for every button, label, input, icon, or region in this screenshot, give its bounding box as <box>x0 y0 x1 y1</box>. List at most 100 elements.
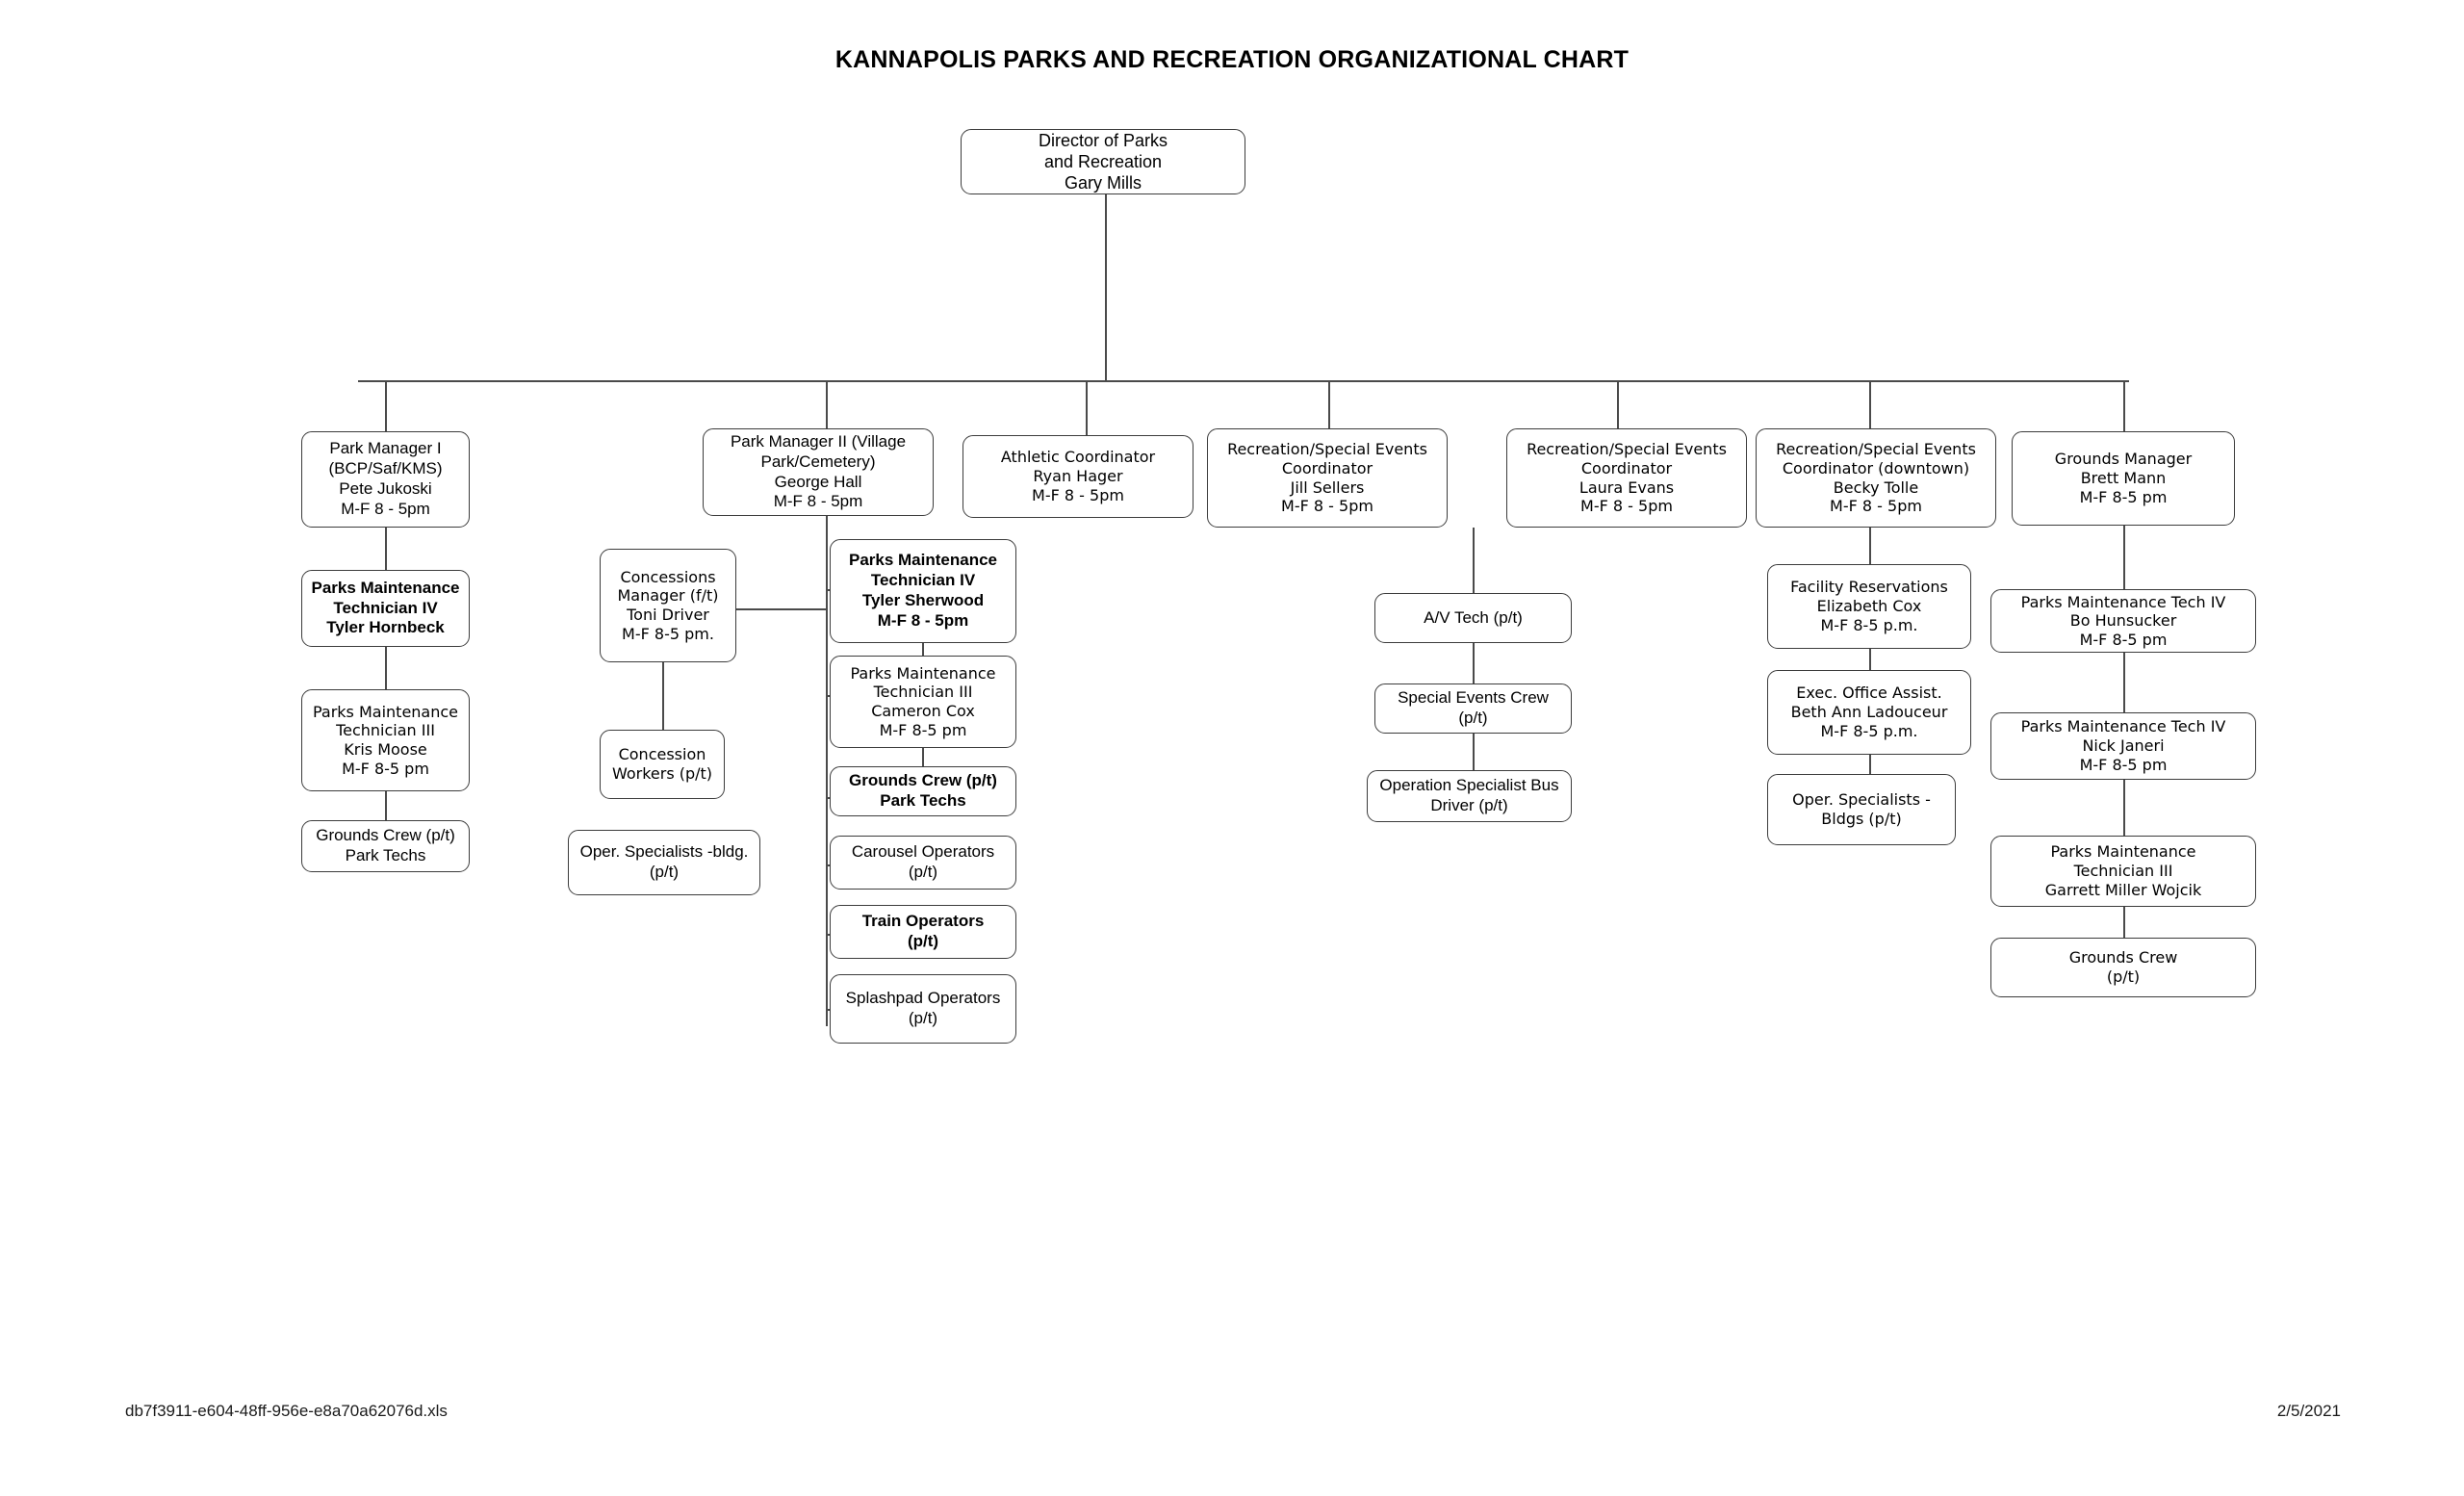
node-splashpad-operators[interactable]: Splashpad Operators (p/t) <box>830 974 1016 1044</box>
node-oper-specialists-bldgs-line1: Oper. Specialists - <box>1792 790 1931 810</box>
connector-wojcik-to-grounds-crew <box>2123 907 2125 938</box>
node-concessions-manager-line1: Concessions <box>620 567 716 586</box>
connector-exec-assist-to-oper-spec <box>1869 755 1871 774</box>
node-rec-coord-tolle[interactable]: Recreation/Special Events Coordinator (d… <box>1756 428 1996 528</box>
node-special-events-crew-line1: Special Events Crew <box>1398 688 1549 708</box>
node-facility-reservations-line1: Facility Reservations <box>1790 578 1948 597</box>
node-pm2-tech4-line2: Technician IV <box>870 571 976 590</box>
connector-evans-to-av-tech <box>1473 528 1475 593</box>
node-pm1-tech4-line2: Technician IV <box>333 598 438 617</box>
node-gm-tech3-wojcik-line3: Garrett Miller Wojcik <box>2044 880 2202 899</box>
node-av-tech[interactable]: A/V Tech (p/t) <box>1374 593 1572 643</box>
node-grounds-manager-line3: M-F 8-5 pm <box>2079 487 2168 506</box>
node-pm1-grounds-crew-line2: Park Techs <box>345 846 426 864</box>
node-carousel-operators[interactable]: Carousel Operators (p/t) <box>830 836 1016 890</box>
node-rec-coord-evans[interactable]: Recreation/Special Events Coordinator La… <box>1506 428 1747 528</box>
node-athletic-coordinator-line2: Ryan Hager <box>1033 467 1123 486</box>
node-gm-grounds-crew-line1: Grounds Crew <box>2068 948 2178 967</box>
connector-pm2-tech3-to-grounds <box>922 748 924 766</box>
page-title: KANNAPOLIS PARKS AND RECREATION ORGANIZA… <box>834 46 1630 73</box>
node-director-line1: Director of Parks <box>1038 130 1168 150</box>
node-oper-specialists-bldgs-line2: Bldgs (p/t) <box>1821 810 1902 828</box>
node-exec-office-assist[interactable]: Exec. Office Assist. Beth Ann Ladouceur … <box>1767 670 1971 755</box>
node-athletic-coordinator-line3: M-F 8 - 5pm <box>1032 485 1124 504</box>
connector-gm-to-hunsucker <box>2123 526 2125 589</box>
node-park-manager-2-line1: Park Manager II (Village <box>730 431 907 451</box>
node-concessions-manager-line3: Toni Driver <box>627 606 709 624</box>
node-grounds-manager[interactable]: Grounds Manager Brett Mann M-F 8-5 pm <box>2012 431 2235 526</box>
node-concession-workers[interactable]: Concession Workers (p/t) <box>600 730 725 799</box>
node-pm2-tech4[interactable]: Parks Maintenance Technician IV Tyler Sh… <box>830 539 1016 643</box>
node-oper-specialists-bldg-line2: (p/t) <box>649 863 680 881</box>
connector-main-bus <box>358 380 2129 382</box>
node-pm1-tech4-line3: Tyler Hornbeck <box>326 618 445 637</box>
connector-pm1-to-tech4 <box>385 528 387 570</box>
node-gm-tech4-janeri-line1: Parks Maintenance Tech IV <box>2020 717 2226 736</box>
connector-concessions-to-workers <box>662 662 664 730</box>
node-pm2-tech4-line3: Tyler Sherwood <box>861 591 985 609</box>
connector-facility-to-exec-assist <box>1869 649 1871 670</box>
node-rec-coord-evans-line4: M-F 8 - 5pm <box>1580 497 1673 516</box>
node-oper-specialists-bldg[interactable]: Oper. Specialists -bldg. (p/t) <box>568 830 760 895</box>
node-pm1-tech3-line2: Technician III <box>336 721 435 740</box>
node-pm1-tech4[interactable]: Parks Maintenance Technician IV Tyler Ho… <box>301 570 470 647</box>
node-park-manager-2[interactable]: Park Manager II (Village Park/Cemetery) … <box>703 428 934 516</box>
node-pm2-tech3-line1: Parks Maintenance <box>850 663 996 683</box>
node-concessions-manager[interactable]: Concessions Manager (f/t) Toni Driver M-… <box>600 549 736 662</box>
node-facility-reservations[interactable]: Facility Reservations Elizabeth Cox M-F … <box>1767 564 1971 649</box>
connector-janeri-to-wojcik <box>2123 780 2125 836</box>
node-pm2-tech3-line3: Cameron Cox <box>871 702 975 720</box>
node-pm1-grounds-crew[interactable]: Grounds Crew (p/t) Park Techs <box>301 820 470 872</box>
node-rec-coord-sellers[interactable]: Recreation/Special Events Coordinator Ji… <box>1207 428 1448 528</box>
node-operation-specialist-bus-driver[interactable]: Operation Specialist Bus Driver (p/t) <box>1367 770 1572 822</box>
node-director[interactable]: Director of Parks and Recreation Gary Mi… <box>961 129 1245 194</box>
node-special-events-crew[interactable]: Special Events Crew (p/t) <box>1374 684 1572 734</box>
node-gm-grounds-crew[interactable]: Grounds Crew (p/t) <box>1990 938 2256 997</box>
node-gm-tech3-wojcik[interactable]: Parks Maintenance Technician III Garrett… <box>1990 836 2256 907</box>
node-athletic-coordinator[interactable]: Athletic Coordinator Ryan Hager M-F 8 - … <box>962 435 1194 518</box>
node-gm-tech4-hunsucker-line1: Parks Maintenance Tech IV <box>2020 592 2226 611</box>
node-train-operators-line2: (p/t) <box>907 932 939 950</box>
node-gm-tech4-hunsucker-line3: M-F 8-5 pm <box>2079 630 2168 649</box>
node-park-manager-1-line2: (BCP/Saf/KMS) <box>328 459 443 478</box>
node-rec-coord-tolle-line2: Coordinator (downtown) <box>1782 458 1970 477</box>
node-park-manager-2-line4: M-F 8 - 5pm <box>773 492 863 511</box>
node-splashpad-operators-line2: (p/t) <box>908 1009 938 1027</box>
connector-pm2-trunk <box>826 516 828 1026</box>
node-exec-office-assist-line2: Beth Ann Ladouceur <box>1790 703 1948 722</box>
node-gm-tech4-hunsucker[interactable]: Parks Maintenance Tech IV Bo Hunsucker M… <box>1990 589 2256 653</box>
node-splashpad-operators-line1: Splashpad Operators <box>845 989 1001 1008</box>
connector-drop-park-manager-2 <box>826 380 828 428</box>
connector-pm1-tech3-to-grounds <box>385 791 387 820</box>
node-gm-tech4-janeri[interactable]: Parks Maintenance Tech IV Nick Janeri M-… <box>1990 712 2256 780</box>
footer-date: 2/5/2021 <box>2276 1402 2341 1420</box>
node-director-line2: and Recreation <box>1043 151 1163 171</box>
connector-drop-park-manager-1 <box>385 380 387 431</box>
node-train-operators[interactable]: Train Operators (p/t) <box>830 905 1016 959</box>
node-operation-specialist-bus-driver-line1: Operation Specialist Bus <box>1379 776 1559 795</box>
node-gm-tech4-hunsucker-line2: Bo Hunsucker <box>2069 611 2177 631</box>
node-pm1-tech3[interactable]: Parks Maintenance Technician III Kris Mo… <box>301 689 470 791</box>
node-pm2-tech4-line1: Parks Maintenance <box>848 551 997 570</box>
node-park-manager-1[interactable]: Park Manager I (BCP/Saf/KMS) Pete Jukosk… <box>301 431 470 528</box>
node-rec-coord-sellers-line4: M-F 8 - 5pm <box>1281 497 1373 516</box>
connector-drop-grounds-manager <box>2123 380 2125 431</box>
node-facility-reservations-line3: M-F 8-5 p.m. <box>1820 615 1918 634</box>
connector-director-down <box>1105 193 1107 381</box>
node-park-manager-1-line3: Pete Jukoski <box>339 479 432 498</box>
node-park-manager-2-line3: George Hall <box>774 472 862 491</box>
node-pm1-tech3-line4: M-F 8-5 pm <box>342 759 429 778</box>
node-gm-tech3-wojcik-line2: Technician III <box>2073 862 2173 881</box>
node-pm2-tech3[interactable]: Parks Maintenance Technician III Cameron… <box>830 656 1016 748</box>
node-rec-coord-sellers-line3: Jill Sellers <box>1290 477 1365 497</box>
node-gm-grounds-crew-line2: (p/t) <box>2106 967 2141 986</box>
node-pm2-grounds-crew[interactable]: Grounds Crew (p/t) Park Techs <box>830 766 1016 816</box>
connector-pm2-to-concessions <box>736 608 827 610</box>
node-pm1-grounds-crew-line1: Grounds Crew (p/t) <box>316 826 455 845</box>
node-oper-specialists-bldgs[interactable]: Oper. Specialists - Bldgs (p/t) <box>1767 774 1956 845</box>
connector-drop-rec-evans <box>1617 380 1619 428</box>
node-grounds-manager-line2: Brett Mann <box>2080 469 2167 488</box>
node-rec-coord-tolle-line4: M-F 8 - 5pm <box>1830 497 1922 516</box>
node-facility-reservations-line2: Elizabeth Cox <box>1816 597 1922 616</box>
